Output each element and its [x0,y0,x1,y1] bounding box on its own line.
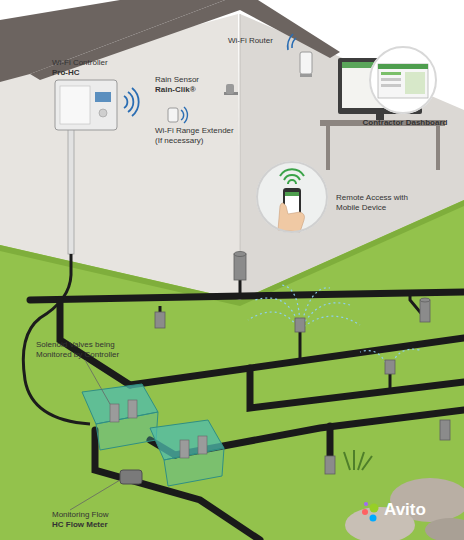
valve-box-body [96,412,158,450]
dashboard-row [381,72,401,75]
desk-leg [326,126,330,170]
hand [278,203,305,232]
callout-label: Rain-Clik® [155,85,235,95]
controller-panel [60,86,90,124]
spray [248,312,300,330]
sprinkler-top [234,252,246,257]
callout-label: Pro-HC [52,68,112,78]
valve-box [150,420,224,486]
wifi-waves [124,88,139,116]
watermark-dot [370,504,379,513]
sprinkler-top [420,298,430,302]
solenoid-valve [110,404,119,422]
callout-label: Wi-Fi Range Extender [155,126,255,136]
callout-label: Solenoid Valves being Monitored by Contr… [36,340,134,360]
router [300,52,312,74]
sprinkler-head [440,420,450,440]
leader-line [70,480,120,510]
riser [239,280,242,297]
range-extender [168,108,178,122]
circle-fill [256,161,328,233]
controller-post [68,128,74,254]
wifi-waves [181,107,187,123]
callout-label: Monitoring Flow [52,510,142,520]
callout-label: Rain Sensor [155,75,235,85]
wifi-icon [280,169,304,184]
wifi-waves [288,34,296,50]
water-spray [248,285,420,372]
spray [300,303,350,330]
solenoid-valve [180,440,189,458]
watermark-dot [370,515,377,522]
sprinkler-head [234,254,246,280]
pipe [30,292,464,300]
wifi-controller [55,80,117,130]
solenoid-valve [198,436,207,454]
dashboard-screen [378,64,428,98]
risers [160,280,425,394]
pipe [250,368,464,408]
node-circle: Remote Access with Mobile Device [256,161,328,233]
pipe [130,338,464,385]
phone-header [285,192,299,196]
flow-meter [120,470,142,484]
controller-display [95,92,111,102]
callout-label: Wi-Fi Router [228,36,298,46]
sprinkler-head [420,300,430,322]
dashboard-row [381,78,401,81]
valve-box [82,384,158,450]
plant [344,450,372,470]
pipes [30,292,464,540]
circle-fill [369,46,437,114]
callout-label: Wi-Fi Controller [52,58,152,68]
desk-leg [436,126,440,170]
solenoid-valve [128,400,137,418]
sprinkler-head [155,312,165,328]
router-base [300,74,312,77]
node-label: Contractor Dashboard [355,118,455,128]
dashboard-map [405,72,425,94]
spray [300,316,360,330]
riser [299,330,302,360]
watermark: Avito [384,500,454,520]
dashboard-header [378,64,428,69]
sprinkler-head [385,360,395,374]
node-label: Remote Access with Mobile Device [336,193,416,213]
callout-label: HC Flow Meter [52,520,142,530]
controller-dial [99,109,107,117]
sprinkler-head [295,318,305,332]
node-circle: Contractor Dashboard [369,46,437,114]
dashboard-row [381,84,401,87]
rock [425,518,464,540]
sprinkler-head [325,456,335,474]
callout-label: (If necessary) [155,136,235,146]
pipe [327,426,334,460]
valve-box-body [164,448,224,486]
rain-sensor [226,84,234,94]
watermark-dot [362,509,368,515]
watermark-dot [364,502,368,506]
riser [389,372,392,394]
roof [0,0,225,82]
sprinkler-heads [155,252,450,475]
leader-line [85,360,110,404]
